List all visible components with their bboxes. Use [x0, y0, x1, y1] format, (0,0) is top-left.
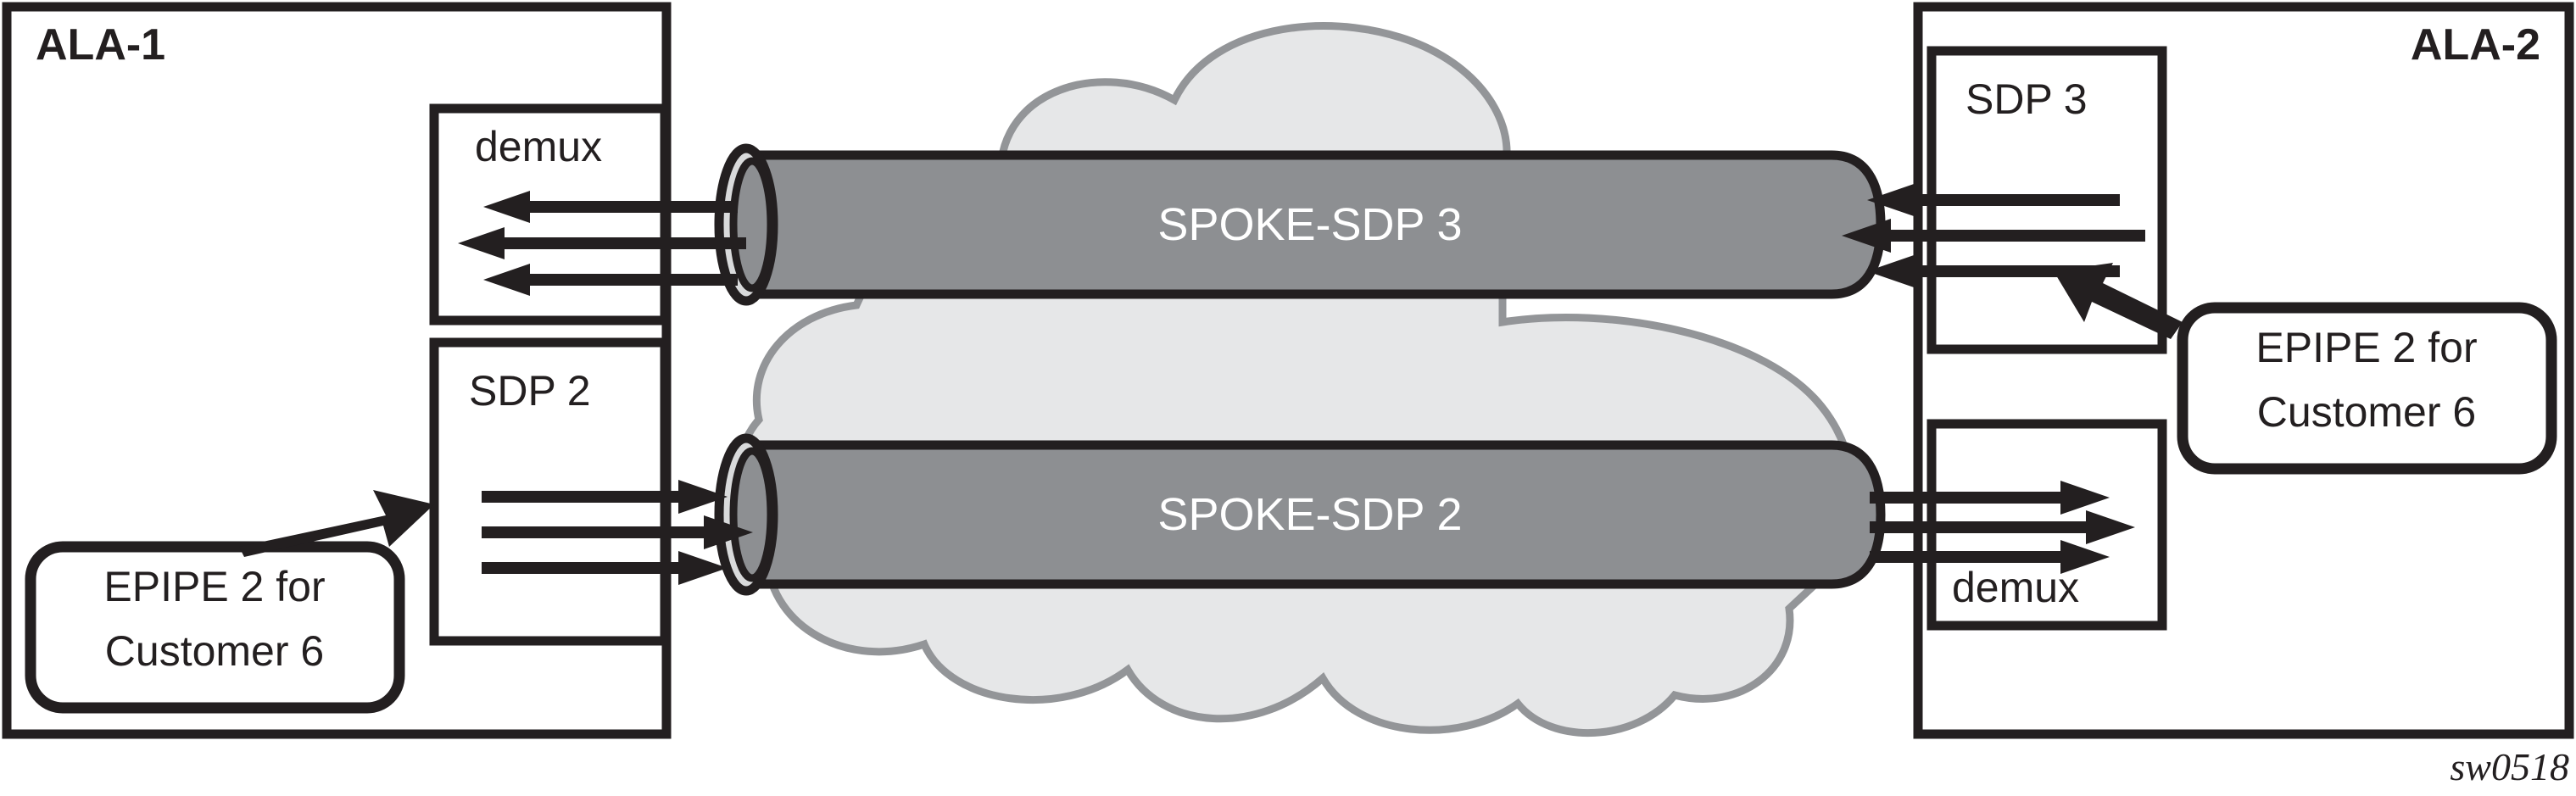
router-title-ala-1: ALA-1	[36, 20, 165, 70]
tunnel-body-spoke-sdp-2	[741, 440, 1886, 589]
figure-id-label: sw0518	[2450, 745, 2569, 788]
sdp2-box-label: SDP 2	[469, 367, 591, 415]
epipe-callout-right-line1: EPIPE 2 for	[2255, 324, 2477, 371]
tunnel-cap-inner-spoke-sdp-3	[729, 157, 775, 292]
demux-box-left	[429, 103, 670, 326]
tunnel-label-spoke-sdp-2: SPOKE-SDP 2	[1157, 489, 1462, 540]
sdp2-box-arrows	[482, 480, 753, 585]
epipe-callout-left-pointer	[239, 490, 434, 557]
epipe-callout-left-line1: EPIPE 2 for	[103, 563, 325, 610]
epipe-callout-left-line2: Customer 6	[105, 627, 324, 675]
demux-box-right-arrows	[1870, 481, 2135, 574]
router-title-ala-2: ALA-2	[2411, 20, 2540, 70]
tunnel-cap-inner-spoke-sdp-2	[729, 447, 775, 582]
network-cloud	[732, 22, 1857, 737]
epipe-callout-right-line2: Customer 6	[2257, 388, 2476, 436]
demux-box-left-arrows	[458, 191, 746, 296]
tunnel-label-spoke-sdp-3: SPOKE-SDP 3	[1157, 199, 1462, 250]
demux-box-left-label: demux	[475, 123, 602, 170]
demux-box-right-label: demux	[1952, 564, 2079, 611]
sdp3-box-arrows	[1842, 183, 2145, 288]
sdp3-box-label: SDP 3	[1965, 75, 2088, 123]
epipe-callout-right	[2177, 302, 2557, 475]
epipe-callout-right-pointer	[2054, 263, 2183, 339]
epipe-callout-left	[25, 541, 405, 714]
